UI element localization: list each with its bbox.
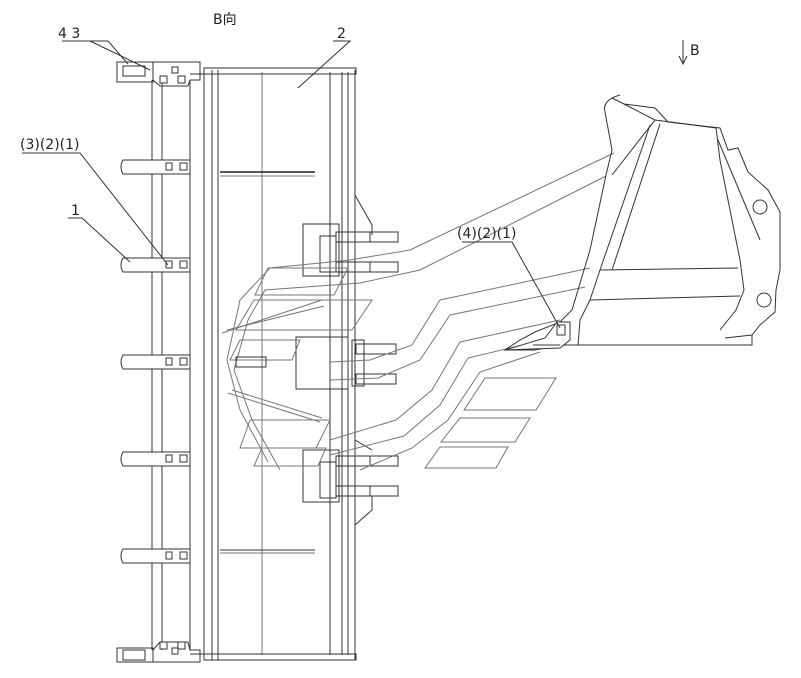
view-title: B向 [213, 12, 237, 28]
callout-2: 2 [337, 26, 346, 42]
view-arrow-label: B [690, 43, 700, 59]
callout-4-3: 4 3 [58, 26, 81, 42]
teeth-row [120, 159, 191, 564]
callout-3-2-1: (3)(2)(1) [20, 137, 80, 153]
bucket-top-view [116, 61, 399, 663]
mount-brackets [295, 194, 399, 526]
leader-lines [22, 40, 688, 329]
bucket-side-view [503, 94, 781, 351]
callout-4-2-1: (4)(2)(1) [457, 226, 517, 242]
ghost-side-view [221, 152, 615, 471]
callout-1: 1 [71, 203, 80, 219]
wear-plate [235, 356, 267, 368]
